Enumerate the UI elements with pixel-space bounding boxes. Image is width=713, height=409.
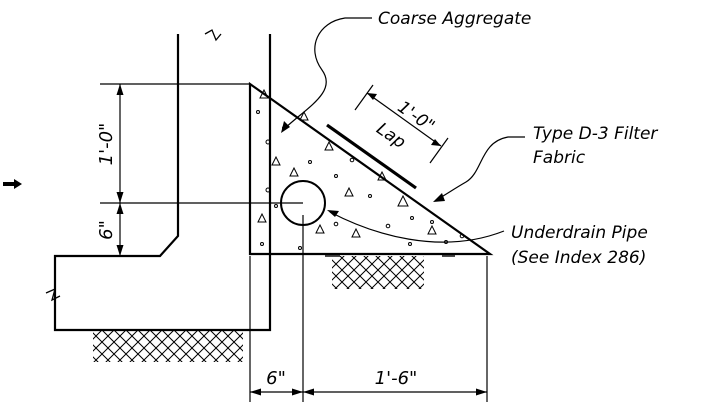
underdrain-leader-arrow — [327, 210, 339, 217]
ground-hatch-right — [332, 256, 424, 289]
filter-fabric-leader-arrow — [433, 193, 445, 202]
offset-bottom-label: 6" — [266, 368, 286, 389]
side-arrow-mark — [3, 179, 22, 189]
horizontal-dimension — [249, 215, 488, 402]
filter-fabric-lap — [326, 123, 417, 190]
ground-hatch-left — [93, 330, 243, 362]
filter-fabric-leader — [435, 136, 525, 201]
vertical-dimension — [100, 83, 303, 257]
height-lower-label: 6" — [96, 220, 117, 240]
underdrain-label-line1: Underdrain Pipe — [511, 223, 648, 243]
slab-break-mark — [45, 287, 61, 302]
filter-fabric-label-line1: Type D-3 Filter — [533, 124, 658, 144]
wall-break-mark — [204, 29, 222, 42]
coarse-aggregate-leader — [282, 17, 372, 131]
lap-word-label: Lap — [373, 119, 410, 153]
coarse-aggregate-leader-arrow — [281, 121, 290, 133]
underdrain-label-line2: (See Index 286) — [511, 248, 646, 268]
height-upper-label: 1'-0" — [96, 123, 117, 166]
lap-dimension — [354, 84, 449, 164]
horizontal-dimension-arrows — [250, 388, 487, 396]
aggregate-wedge — [248, 81, 494, 256]
filter-fabric-label-line2: Fabric — [533, 148, 586, 168]
lap-dimension-arrows — [367, 93, 441, 146]
width-bottom-label: 1'-6" — [375, 368, 418, 389]
vertical-dimension-arrows — [116, 84, 124, 256]
underdrain-leader — [329, 211, 505, 243]
wall-outline — [53, 34, 272, 332]
coarse-aggregate-label: Coarse Aggregate — [378, 9, 531, 29]
